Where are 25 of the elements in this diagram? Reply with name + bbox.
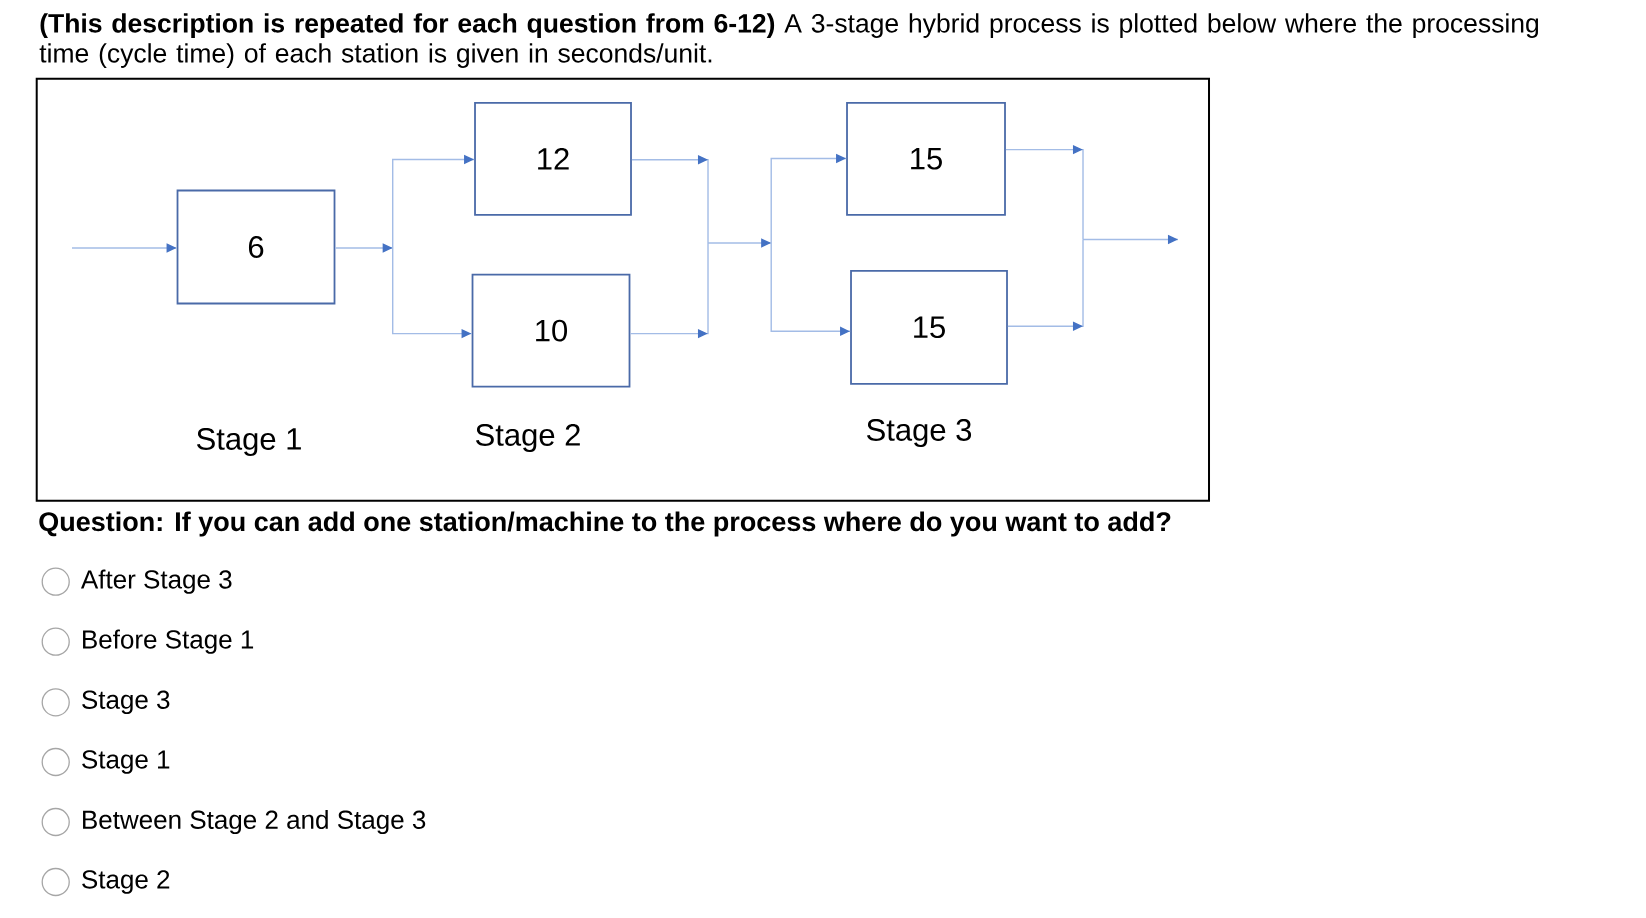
station-box: 15	[846, 101, 1006, 216]
stage-label: Stage 3	[867, 418, 972, 448]
description-text: (This description is repeated for each question from 6-12) A 3-stage hybrid process is plotted below where the processing time (cycle time) of each station is given in seconds/unit.	[39, 13, 1539, 68]
flow-arrow	[1007, 238, 1084, 331]
option-text: Stage 1	[82, 750, 170, 774]
flow-arrow	[770, 153, 847, 244]
flow-arrow	[71, 243, 178, 253]
option-text: After Stage 3	[80, 569, 232, 594]
question-text: Question: If you can add one station/machine to the process where do you want to add?	[39, 511, 1171, 537]
flow-arrow	[707, 238, 772, 248]
flow-arrow	[770, 242, 851, 336]
station-box: 12	[474, 101, 632, 216]
station-box: 15	[850, 269, 1008, 385]
flow-arrow	[392, 154, 475, 249]
stage-label: Stage 2	[476, 423, 580, 453]
flow-arrow	[631, 155, 709, 244]
option-text: Between Stage 2 and Stage 3	[83, 809, 426, 835]
station-box: 6	[176, 189, 336, 305]
option-text: Before Stage 1	[83, 629, 254, 654]
station-box: 10	[471, 273, 631, 388]
option-text: Stage 2	[82, 870, 170, 894]
flow-arrow	[1005, 144, 1084, 241]
option-text: Stage 3	[82, 690, 170, 715]
flow-arrow	[334, 243, 394, 253]
stage-label: Stage 1	[197, 427, 301, 457]
